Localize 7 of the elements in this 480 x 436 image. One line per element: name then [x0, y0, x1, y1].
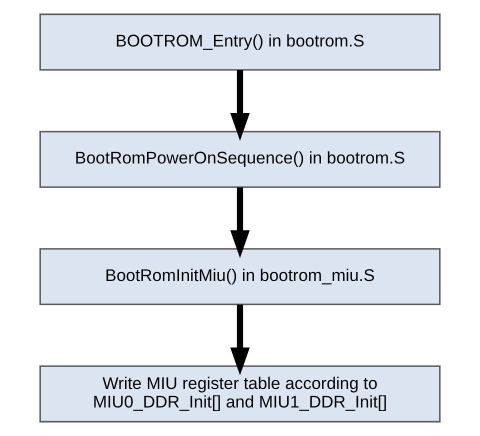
arrow [230, 304, 250, 376]
node-box: BOOTROM_Entry() in bootrom.S [39, 14, 441, 71]
arrow [230, 70, 250, 141]
node-box: BootRomPowerOnSequence() in bootrom.S [39, 130, 441, 188]
node-box: BootRomInitMiu() in bootrom_miu.S [39, 248, 441, 306]
node-box: Write MIU register table according to MIU0_DDR_Init[] and MIU1_DDR_Init[] [39, 365, 441, 422]
arrow [230, 187, 250, 258]
